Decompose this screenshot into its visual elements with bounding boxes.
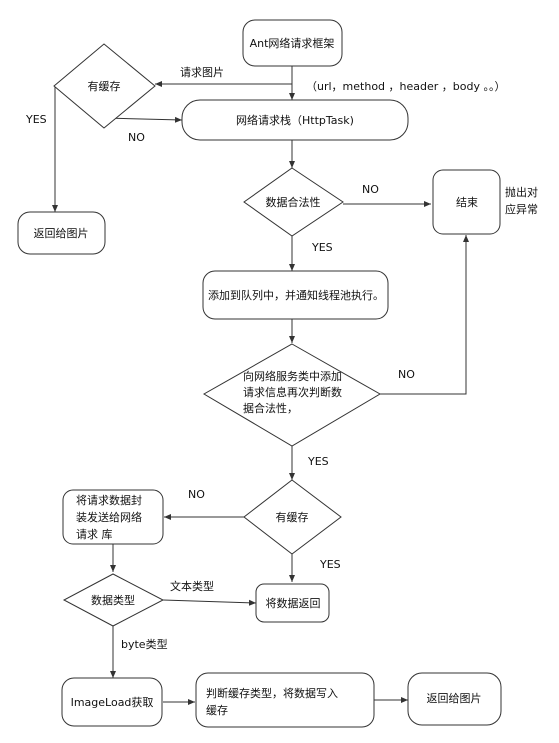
edge-revalidate-no [380, 235, 469, 395]
edge-datatype-text [162, 599, 257, 606]
edge-label-no-revalidate: NO [398, 368, 415, 381]
node-start-label: Ant网络请求框架 [250, 36, 335, 50]
edge-label-request-image: 请求图片 [180, 66, 224, 79]
node-image-load: ImageLoad获取 [61, 677, 163, 727]
node-http-task-label: 网络请求栈（HttpTask) [236, 113, 354, 127]
node-wrap-request-line-1: 将请求数据封 [76, 493, 142, 507]
node-queue: 添加到队列中，并通知线程池执行。 [202, 270, 389, 320]
node-revalidate-line-1: 向网络服务类中添加 [243, 369, 342, 383]
edge-label-throw-exception-1: 抛出对 [505, 185, 538, 199]
edge-cache1-no [104, 116, 183, 123]
node-return-image-2: 返回给图片 [407, 672, 502, 726]
node-return-image-2-label: 返回给图片 [427, 692, 482, 705]
node-cache-check-2: 有缓存 [243, 479, 342, 555]
node-write-cache-line-2: 缓存 [206, 703, 228, 717]
node-return-image-1-label: 返回给图片 [34, 227, 89, 240]
node-revalidate-line-2: 请求信息再次判断数 [243, 385, 342, 399]
node-return-data-label: 将数据返回 [266, 596, 321, 610]
edge-label-no-validate: NO [362, 183, 379, 196]
edge-label-no-cache-1: NO [128, 131, 145, 144]
edge-label-yes-cache-1: YES [25, 113, 47, 126]
edge-label-params: （url，method ，header ，body 。。） [306, 80, 505, 93]
node-validate-label: 数据合法性 [266, 195, 321, 209]
edges [52, 65, 469, 705]
node-end-label: 结束 [456, 196, 478, 209]
node-wrap-request: 将请求数据封 装发送给网络 请求 库 [62, 489, 164, 545]
node-cache-check-2-label: 有缓存 [276, 510, 309, 524]
node-data-type: 数据类型 [62, 573, 165, 627]
node-http-task: 网络请求栈（HttpTask) [181, 99, 409, 141]
node-cache-check-1-label: 有缓存 [88, 79, 121, 93]
node-revalidate-line-3: 据合法性， [243, 401, 298, 415]
node-queue-label: 添加到队列中，并通知线程池执行。 [208, 288, 384, 302]
edge-labels: 请求图片 （url，method ，header ，body 。。） YES N… [25, 66, 538, 651]
node-image-load-label: ImageLoad获取 [71, 696, 154, 709]
node-validate: 数据合法性 [243, 167, 344, 237]
edge-label-no-cache-2: NO [188, 488, 205, 501]
node-end: 结束 [432, 169, 501, 235]
node-data-type-label: 数据类型 [91, 593, 135, 607]
edge-label-yes-cache-2: YES [319, 558, 341, 571]
node-return-image-1: 返回给图片 [17, 211, 106, 255]
node-wrap-request-line-2: 装发送给网络 [76, 510, 142, 524]
node-wrap-request-line-3: 请求 库 [76, 528, 113, 541]
node-revalidate: 向网络服务类中添加 请求信息再次判断数 据合法性， [203, 343, 381, 447]
node-start: Ant网络请求框架 [242, 19, 343, 67]
node-return-data: 将数据返回 [255, 583, 330, 623]
node-write-cache-line-1: 判断缓存类型，将数据写入 [206, 686, 338, 700]
edge-label-text-type: 文本类型 [170, 579, 214, 593]
node-write-cache: 判断缓存类型，将数据写入 缓存 [195, 672, 375, 728]
edge-label-throw-exception-2: 应异常 [505, 202, 538, 216]
edge-label-yes-validate: YES [311, 241, 333, 254]
node-cache-check-1: 有缓存 [53, 43, 156, 129]
edge-label-yes-revalidate: YES [307, 455, 329, 468]
edge-label-byte-type: byte类型 [121, 637, 168, 651]
